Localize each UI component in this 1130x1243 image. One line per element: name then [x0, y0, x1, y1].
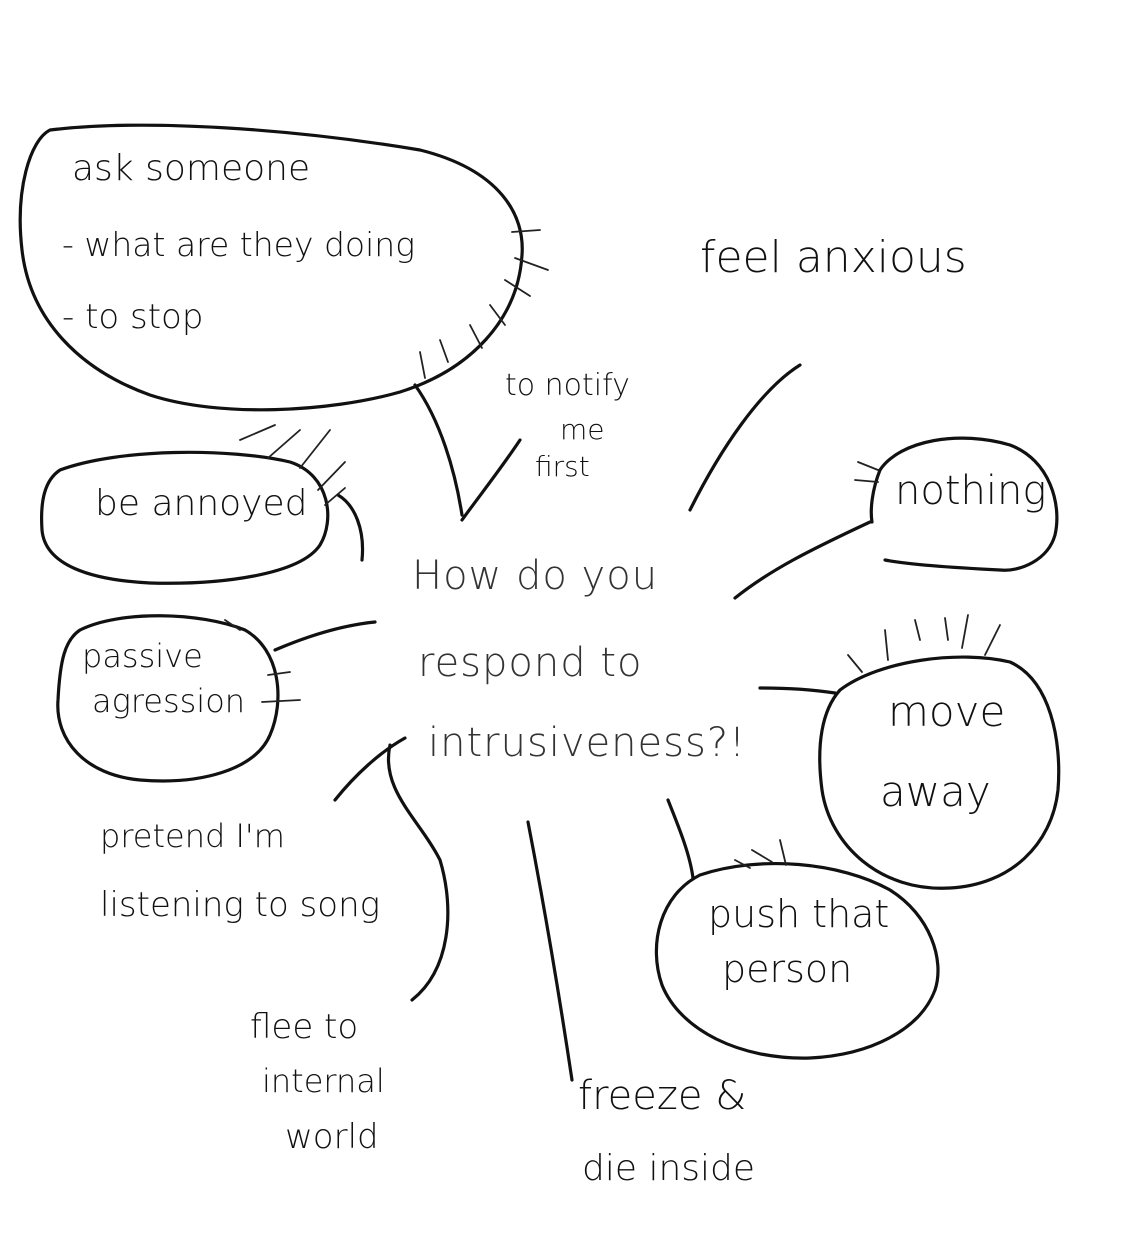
bubble-ask-someone-line-2: - what are they doing: [62, 225, 416, 264]
label-freeze-line-1: freeze &: [578, 1073, 747, 1119]
label-freeze-line-2: die inside: [582, 1148, 756, 1189]
connector-freeze: [526, 820, 574, 1082]
bubble-be-annoyed-text: be annoyed: [95, 483, 308, 524]
label-flee-line-3: world: [285, 1117, 379, 1157]
connector-notify: [460, 438, 522, 522]
bubble-move-away-line-1: move: [888, 687, 1006, 736]
connector-pretend: [333, 736, 407, 802]
bubble-push-line-2: person: [722, 947, 853, 991]
connector-nothing: [733, 520, 872, 600]
connector-push: [666, 798, 695, 880]
label-pretend-line-1: pretend I'm: [100, 817, 285, 855]
label-feel-anxious: feel anxious: [700, 232, 967, 283]
connector-anxious: [688, 363, 802, 512]
bubble-nothing-outline: [878, 436, 1059, 572]
bubble-nothing-outline-left: [869, 468, 882, 524]
connector-flee: [386, 743, 450, 1002]
connector-passive: [273, 620, 377, 652]
bubble-ask-someone-line-1: ask someone: [72, 148, 311, 189]
label-flee-line-2: internal: [262, 1062, 385, 1100]
bubble-ask-someone-outline: [18, 123, 524, 412]
label-to-notify-line-3: first: [535, 450, 590, 483]
label-to-notify-line-2: me: [560, 413, 605, 446]
connector-move: [758, 686, 837, 695]
bubble-be-annoyed-outline: [39, 450, 330, 585]
central-question-line-2: respond to: [418, 640, 643, 686]
emphasis-ticks: [224, 229, 1001, 869]
label-flee-line-1: flee to: [250, 1007, 359, 1047]
label-to-notify-line-1: to notify: [505, 368, 630, 403]
label-pretend-line-2: listening to song: [100, 885, 381, 925]
bubble-ask-someone-line-3: - to stop: [62, 297, 204, 337]
bubble-passive-line-1: passive: [82, 637, 203, 675]
connector-annoyed: [336, 493, 365, 562]
bubble-passive-line-2: agression: [92, 682, 246, 720]
central-question-line-3: intrusiveness?!: [428, 720, 747, 766]
bubble-move-away-line-2: away: [880, 767, 991, 816]
connector-ask: [413, 383, 464, 517]
bubble-push-line-1: push that: [708, 892, 890, 936]
bubble-nothing-text: nothing: [895, 468, 1047, 514]
central-question-line-1: How do you: [412, 553, 659, 599]
bubble-passive-aggression-outline: [56, 614, 280, 783]
bubble-push-outline: [654, 861, 940, 1060]
bubble-move-away-outline: [818, 655, 1061, 890]
